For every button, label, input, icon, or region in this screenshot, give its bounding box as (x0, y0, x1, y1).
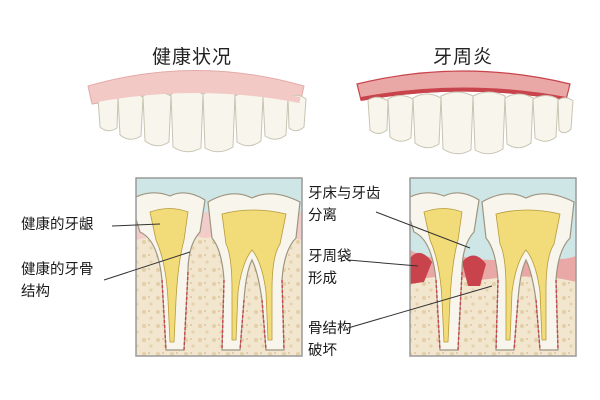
molar-left-pulp (149, 208, 189, 343)
tooth (557, 97, 574, 134)
molar-left-pulp (423, 208, 463, 343)
tooth (142, 91, 172, 147)
periodontitis-cross-section (410, 178, 576, 356)
periodontitis-frame (409, 177, 577, 357)
leader-pocket (347, 259, 419, 267)
molar-right-pulp (495, 209, 561, 341)
tooth (202, 89, 236, 153)
tooth (504, 93, 534, 149)
label-pocket-formation-line1: 牙周袋 (308, 249, 352, 265)
label-healthy-bone-line1: 健康的牙骨 (21, 262, 94, 278)
periodontal-pocket (410, 252, 432, 284)
tooth (440, 91, 474, 155)
title-healthy: 健康状况 (151, 46, 232, 68)
label-gum-separation-line2: 分离 (308, 208, 337, 224)
tooth (117, 93, 144, 140)
label-pocket-formation-line2: 形成 (308, 271, 337, 287)
periodontal-pocket (462, 255, 486, 286)
label-healthy-gum: 健康的牙龈 (21, 217, 94, 233)
leader-bone-loss (347, 285, 493, 329)
leader-healthy-gum (111, 223, 161, 227)
label-pocket-formation: 牙周袋 形成 (308, 246, 352, 290)
leader-separation (375, 211, 471, 249)
label-bone-destruction-line1: 骨结构 (308, 321, 352, 337)
tooth (412, 93, 442, 149)
tooth (287, 94, 307, 132)
label-gum-separation: 牙床与牙齿 分离 (308, 183, 381, 227)
tooth (367, 96, 389, 134)
healthy-teeth-arch (87, 70, 307, 153)
label-bone-destruction: 骨结构 破坏 (308, 318, 352, 362)
label-healthy-bone-line2: 结构 (21, 284, 50, 300)
label-bone-destruction-line2: 破坏 (308, 343, 337, 359)
label-healthy-bone: 健康的牙骨 结构 (21, 259, 94, 303)
periodontitis-teeth-arch (356, 70, 574, 155)
tooth (262, 93, 289, 140)
tooth (170, 89, 204, 153)
tooth (532, 95, 559, 142)
leader-healthy-bone (103, 251, 191, 281)
healthy-frame (135, 177, 303, 357)
molar-right-pulp (221, 209, 287, 341)
label-gum-separation-line1: 牙床与牙齿 (308, 186, 381, 202)
tooth (234, 91, 264, 147)
title-periodontitis: 牙周炎 (432, 46, 493, 68)
healthy-cross-section (136, 178, 302, 356)
tooth (387, 95, 414, 142)
tooth (472, 91, 506, 155)
